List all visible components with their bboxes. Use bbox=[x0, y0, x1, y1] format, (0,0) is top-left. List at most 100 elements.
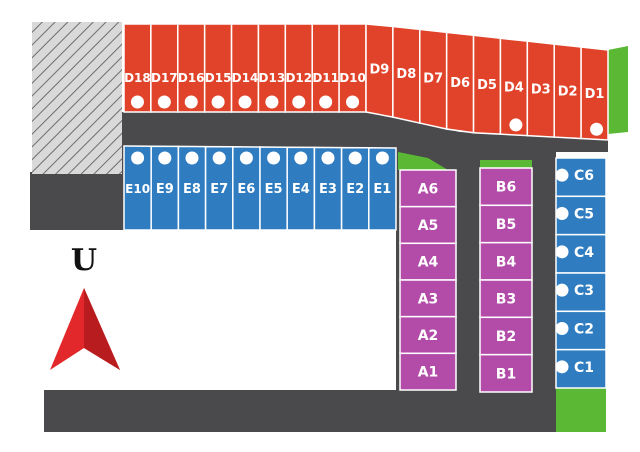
space-d1[interactable]: D1 bbox=[580, 46, 609, 141]
space-a5[interactable]: A5 bbox=[399, 205, 457, 245]
space-c2-label: C2 bbox=[574, 322, 594, 338]
space-d5[interactable]: D5 bbox=[472, 34, 502, 135]
space-d18-label: D18 bbox=[124, 71, 151, 85]
space-b2-label: B2 bbox=[496, 329, 516, 345]
space-b5-label: B5 bbox=[496, 217, 516, 233]
space-a4-shape bbox=[399, 242, 457, 281]
space-c6-marker bbox=[555, 168, 569, 182]
space-e1[interactable]: E1 bbox=[368, 147, 397, 231]
space-b5-shape bbox=[479, 204, 533, 244]
space-d14[interactable]: D14 bbox=[230, 23, 260, 113]
space-e10-marker bbox=[131, 151, 145, 165]
space-e3[interactable]: E3 bbox=[313, 146, 343, 231]
space-c5-label: C5 bbox=[574, 207, 594, 223]
space-d8[interactable]: D8 bbox=[392, 25, 421, 124]
space-d2[interactable]: D2 bbox=[553, 43, 582, 140]
space-d1-label: D1 bbox=[585, 87, 605, 102]
space-d13[interactable]: D13 bbox=[257, 23, 287, 113]
space-c1-label: C1 bbox=[574, 360, 594, 376]
space-d17-label: D17 bbox=[151, 71, 178, 85]
space-b2[interactable]: B2 bbox=[479, 316, 533, 356]
space-e5[interactable]: E5 bbox=[259, 146, 288, 231]
space-e3-marker bbox=[321, 151, 335, 165]
space-d11-label: D11 bbox=[312, 71, 339, 85]
space-b1-label: B1 bbox=[496, 366, 516, 382]
space-b3-label: B3 bbox=[496, 292, 516, 308]
space-a1[interactable]: A1 bbox=[399, 352, 457, 391]
space-e9[interactable]: E9 bbox=[150, 145, 180, 231]
space-a1-label: A1 bbox=[418, 365, 439, 381]
space-c6-label: C6 bbox=[574, 168, 594, 184]
space-d16[interactable]: D16 bbox=[177, 23, 206, 113]
space-e2[interactable]: E2 bbox=[340, 146, 370, 231]
space-a6-shape bbox=[399, 169, 457, 208]
space-d15[interactable]: D15 bbox=[203, 23, 233, 113]
space-a2[interactable]: A2 bbox=[399, 315, 457, 355]
bottom-road bbox=[44, 390, 556, 432]
space-c4[interactable]: C4 bbox=[555, 233, 607, 274]
space-c4-marker bbox=[555, 245, 569, 259]
space-d10[interactable]: D10 bbox=[338, 23, 367, 113]
space-d9-label: D9 bbox=[370, 63, 390, 78]
compass-letter: U bbox=[71, 243, 97, 278]
space-d18[interactable]: D18 bbox=[123, 23, 152, 113]
space-b4[interactable]: B4 bbox=[479, 241, 533, 281]
space-e8[interactable]: E8 bbox=[177, 145, 207, 231]
space-a5-label: A5 bbox=[418, 218, 439, 234]
space-b6-label: B6 bbox=[496, 180, 516, 196]
space-b4-shape bbox=[479, 241, 533, 281]
space-a3-label: A3 bbox=[418, 291, 439, 307]
space-a4[interactable]: A4 bbox=[399, 242, 457, 281]
space-c1-marker bbox=[555, 360, 569, 374]
space-a6[interactable]: A6 bbox=[399, 169, 457, 208]
space-c3-marker bbox=[555, 283, 569, 297]
space-e4[interactable]: E4 bbox=[286, 146, 316, 231]
space-d16-marker bbox=[184, 95, 198, 109]
space-c3[interactable]: C3 bbox=[555, 272, 607, 313]
space-b4-label: B4 bbox=[496, 254, 517, 270]
space-a2-shape bbox=[399, 315, 457, 355]
space-d17[interactable]: D17 bbox=[150, 23, 179, 113]
top-road bbox=[120, 112, 608, 152]
green-areas bbox=[398, 46, 628, 432]
space-a4-label: A4 bbox=[418, 255, 439, 271]
compass: U bbox=[50, 243, 120, 370]
space-e9-marker bbox=[158, 151, 172, 165]
space-e10[interactable]: E10 bbox=[123, 145, 152, 231]
space-d12-marker bbox=[292, 95, 306, 109]
space-b6[interactable]: B6 bbox=[479, 167, 533, 207]
space-d3-label: D3 bbox=[531, 83, 551, 98]
space-d7[interactable]: D7 bbox=[419, 28, 448, 130]
space-d6-label: D6 bbox=[450, 76, 470, 91]
space-d4[interactable]: D4 bbox=[499, 37, 529, 137]
green-strip-d1 bbox=[608, 46, 628, 134]
space-c2[interactable]: C2 bbox=[555, 310, 607, 351]
space-e5-label: E5 bbox=[265, 182, 283, 197]
space-c5[interactable]: C5 bbox=[555, 195, 607, 236]
space-c4-label: C4 bbox=[574, 245, 594, 261]
space-d6[interactable]: D6 bbox=[445, 31, 475, 134]
space-e4-marker bbox=[294, 151, 308, 165]
space-b5[interactable]: B5 bbox=[479, 204, 533, 244]
space-d4-label: D4 bbox=[504, 80, 524, 95]
space-e6-marker bbox=[239, 151, 253, 165]
hatched-building bbox=[32, 22, 122, 174]
space-d9[interactable]: D9 bbox=[365, 23, 394, 118]
space-e7[interactable]: E7 bbox=[204, 145, 234, 231]
space-d8-label: D8 bbox=[396, 67, 416, 82]
space-e6[interactable]: E6 bbox=[232, 146, 261, 231]
space-d11[interactable]: D11 bbox=[311, 23, 340, 113]
space-c1[interactable]: C1 bbox=[555, 348, 607, 389]
space-d1-shape bbox=[580, 46, 609, 141]
space-b1[interactable]: B1 bbox=[479, 353, 533, 393]
space-b3[interactable]: B3 bbox=[479, 279, 533, 319]
space-a1-shape bbox=[399, 352, 457, 391]
space-a3[interactable]: A3 bbox=[399, 279, 457, 318]
space-c6[interactable]: C6 bbox=[555, 157, 607, 198]
space-e4-label: E4 bbox=[292, 182, 310, 197]
space-d12[interactable]: D12 bbox=[284, 23, 313, 113]
space-b1-shape bbox=[479, 353, 533, 393]
space-d3[interactable]: D3 bbox=[526, 40, 555, 138]
